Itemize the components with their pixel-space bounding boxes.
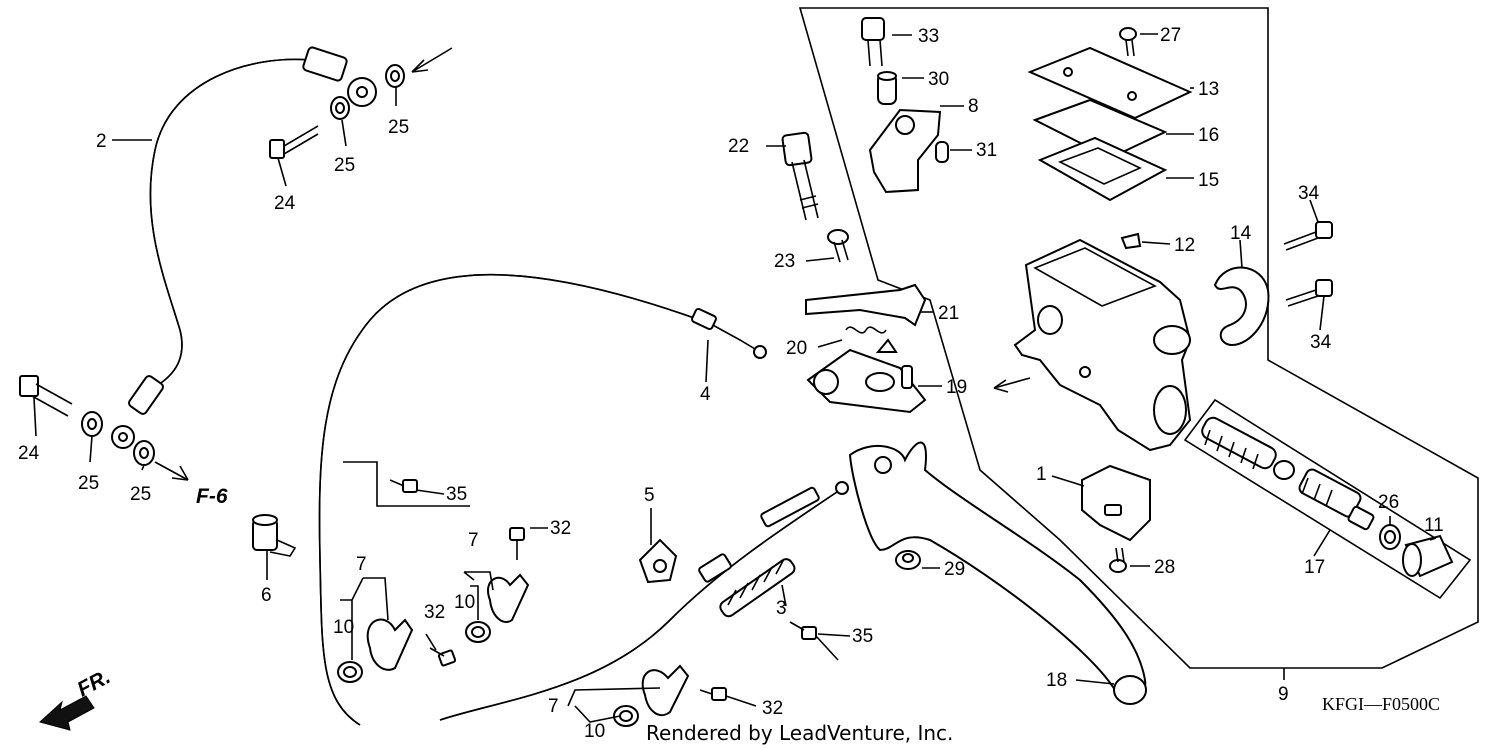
callout-27: 27 bbox=[1160, 25, 1181, 46]
callout-15: 15 bbox=[1198, 170, 1219, 191]
banjo-bolt-upper bbox=[269, 125, 319, 159]
clutch-lever bbox=[848, 441, 1147, 700]
callout-34: 34 bbox=[1298, 183, 1320, 204]
callout-32: 32 bbox=[550, 518, 571, 539]
hose-fitting-upper bbox=[302, 46, 377, 107]
callout-35: 35 bbox=[446, 484, 467, 505]
collar-30 bbox=[877, 71, 897, 105]
sub-group-bracket-35 bbox=[343, 461, 470, 507]
callout-13: 13 bbox=[1198, 79, 1219, 100]
callout-12: 12 bbox=[1174, 235, 1195, 256]
callout-6: 6 bbox=[261, 585, 272, 606]
switch-1 bbox=[1081, 464, 1151, 542]
callout-21: 21 bbox=[938, 303, 959, 324]
callout-9: 9 bbox=[1278, 684, 1289, 705]
callout-10: 10 bbox=[584, 721, 605, 742]
cable-joint-6 bbox=[252, 514, 297, 557]
callout-14: 14 bbox=[1230, 223, 1252, 244]
clip-12 bbox=[1120, 232, 1142, 250]
callout-23: 23 bbox=[774, 251, 795, 272]
piston-kit-17 bbox=[1201, 416, 1375, 531]
callout-33: 33 bbox=[918, 26, 939, 47]
cable-3-adjuster bbox=[698, 481, 849, 583]
spring bbox=[719, 558, 796, 618]
bolts-32-35 bbox=[389, 479, 817, 701]
screw-23 bbox=[827, 229, 849, 263]
clamp-7c bbox=[641, 664, 690, 717]
boot-11 bbox=[1402, 534, 1454, 578]
reservoir-cap-13 bbox=[1027, 46, 1193, 120]
callout-31: 31 bbox=[976, 140, 997, 161]
brake-hose bbox=[139, 58, 311, 396]
diaphragm-15 bbox=[1037, 136, 1168, 202]
switch-bracket-19 bbox=[806, 338, 927, 414]
callout-32: 32 bbox=[424, 602, 445, 623]
callout-10: 10 bbox=[454, 592, 475, 613]
clamp-7b bbox=[487, 573, 530, 623]
screw-28 bbox=[1109, 547, 1127, 573]
callout-34: 34 bbox=[1310, 332, 1332, 353]
collars-10 bbox=[337, 621, 639, 727]
callout-11: 11 bbox=[1424, 515, 1444, 536]
spring-20 bbox=[845, 326, 887, 334]
callout-7: 7 bbox=[468, 530, 479, 551]
callout-5: 5 bbox=[644, 485, 655, 506]
callout-22: 22 bbox=[728, 136, 749, 157]
front-arrow-body bbox=[993, 377, 1031, 393]
callout-19: 19 bbox=[946, 377, 967, 398]
front-label: FR. bbox=[74, 665, 115, 701]
lever-nut-29 bbox=[895, 550, 921, 570]
holder-14 bbox=[1213, 266, 1270, 347]
figure-reference: F-6 bbox=[196, 485, 228, 508]
banjo-bolt-lower bbox=[19, 375, 73, 417]
callout-17: 17 bbox=[1304, 557, 1325, 578]
callout-1: 1 bbox=[1036, 464, 1047, 485]
diagram-code: KFGI—F0500C bbox=[1322, 694, 1440, 714]
callout-labels: 2 25 25 24 24 25 25 F-6 35 6 7 10 7 10 3… bbox=[18, 25, 1444, 742]
callout-20: 20 bbox=[786, 338, 807, 359]
callout-24: 24 bbox=[18, 443, 40, 464]
callout-28: 28 bbox=[1154, 557, 1175, 578]
callout-4: 4 bbox=[700, 384, 711, 405]
sealing-washers bbox=[81, 64, 405, 466]
leader-lines bbox=[33, 33, 1437, 723]
pivot-bolt-22 bbox=[781, 131, 819, 221]
flow-arrow-lower bbox=[154, 461, 189, 481]
seal-26 bbox=[1379, 524, 1401, 550]
clamp-7a bbox=[366, 618, 414, 671]
callout-3: 3 bbox=[776, 598, 787, 619]
master-cylinder-body bbox=[1013, 238, 1192, 452]
callout-25: 25 bbox=[78, 473, 99, 494]
render-credit: Rendered by LeadVenture, Inc. bbox=[646, 721, 953, 745]
bolt-33 bbox=[861, 17, 885, 67]
flow-arrow-upper bbox=[411, 47, 453, 73]
bolts-34 bbox=[1283, 221, 1333, 307]
callout-10: 10 bbox=[333, 617, 354, 638]
callout-24: 24 bbox=[274, 193, 296, 214]
screw-27 bbox=[1119, 27, 1137, 57]
holder-8 bbox=[868, 108, 942, 194]
callout-25: 25 bbox=[388, 117, 409, 138]
callout-7: 7 bbox=[356, 554, 367, 575]
pin-31 bbox=[935, 141, 949, 163]
callout-30: 30 bbox=[928, 69, 949, 90]
piston-kit-outline bbox=[1183, 398, 1472, 600]
front-direction-marker: FR. bbox=[38, 665, 115, 731]
callout-25: 25 bbox=[130, 484, 151, 505]
plate-21 bbox=[805, 283, 927, 327]
callout-16: 16 bbox=[1198, 125, 1219, 146]
callout-26: 26 bbox=[1378, 492, 1399, 513]
callout-8: 8 bbox=[968, 96, 979, 117]
callout-32: 32 bbox=[762, 698, 783, 719]
hose-fitting-lower bbox=[111, 375, 164, 449]
callout-18: 18 bbox=[1046, 670, 1067, 691]
cable-guide-5 bbox=[638, 538, 678, 584]
callout-29: 29 bbox=[944, 559, 965, 580]
callout-25: 25 bbox=[334, 155, 355, 176]
callout-2: 2 bbox=[96, 131, 107, 152]
callout-7: 7 bbox=[548, 696, 559, 717]
callout-35: 35 bbox=[852, 626, 873, 647]
